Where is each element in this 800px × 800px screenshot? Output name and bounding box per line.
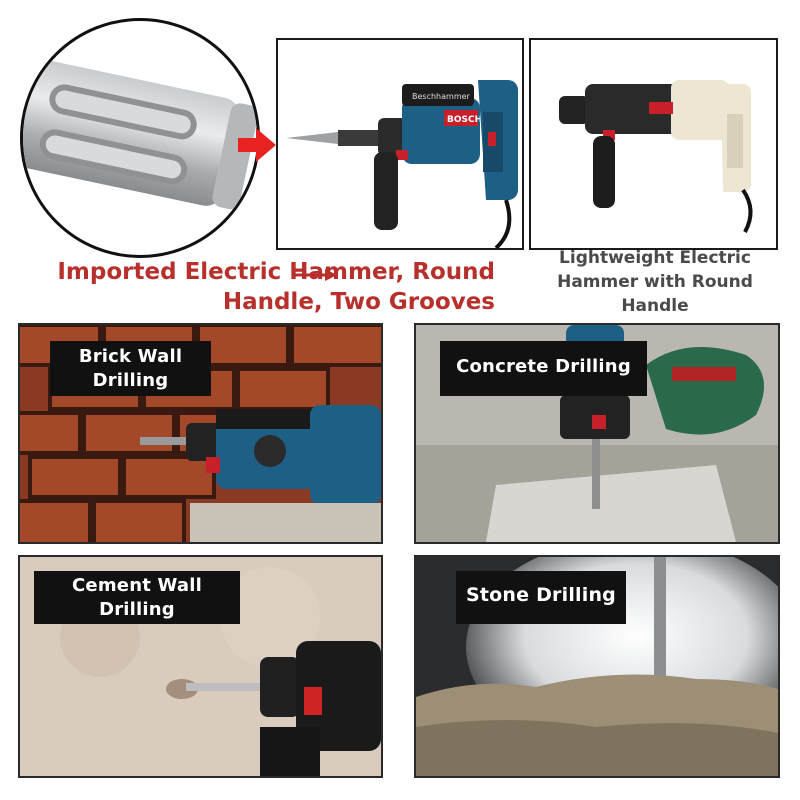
tile-brick-wall-drilling: Brick Wall Drilling — [18, 323, 383, 544]
tile-label: Brick Wall Drilling — [50, 341, 211, 396]
tile-cement-wall-drilling: Cement Wall Drilling — [18, 555, 383, 778]
tile-concrete-drilling: Concrete Drilling — [414, 323, 780, 544]
brand-text: BOSCH — [447, 115, 482, 125]
tile-label: Cement Wall Drilling — [34, 571, 240, 624]
tile-label: Stone Drilling — [456, 571, 626, 624]
caption-imported-hammer-line1: Imported Electric Hammer, Round — [57, 259, 495, 285]
product-image-white-hammer — [529, 38, 778, 250]
tile-stone-drilling: Stone Drilling — [414, 555, 780, 778]
red-arrow-icon — [238, 128, 276, 162]
product-image-blue-hammer: Beschhammer BOSCH — [276, 38, 524, 250]
caption-lightweight-hammer: Lightweight Electric Hammer with Round H… — [557, 248, 753, 316]
tile-label: Concrete Drilling — [440, 341, 647, 396]
caption-imported-hammer-line2: Handle, Two Grooves — [222, 289, 495, 315]
svg-text:Beschhammer: Beschhammer — [412, 92, 471, 101]
drill-bit-closeup — [20, 18, 260, 258]
small-arrow-icon — [293, 269, 337, 281]
